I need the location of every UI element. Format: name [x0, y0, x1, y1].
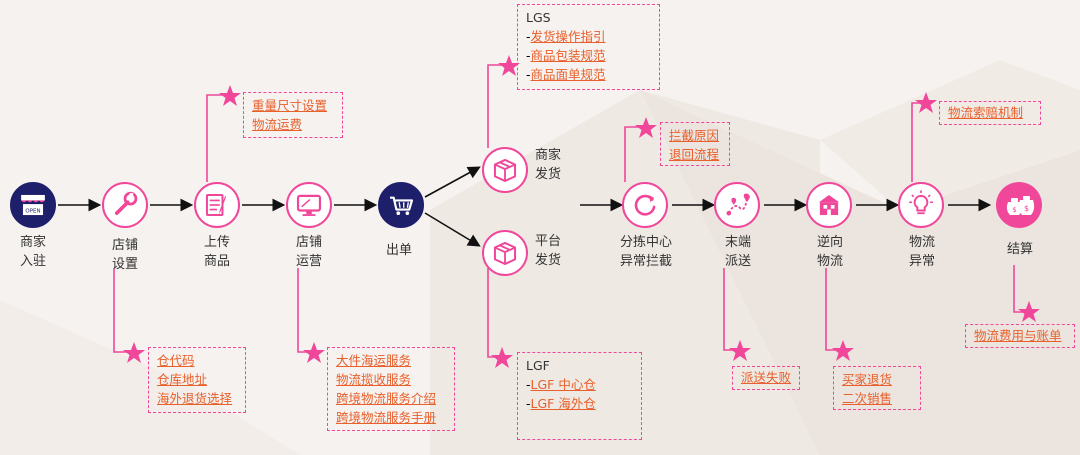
- svg-text:$: $: [1024, 204, 1029, 213]
- lgf-title: LGF: [526, 358, 550, 373]
- document-pen-icon: [194, 182, 240, 228]
- link-packaging-spec[interactable]: 商品包装规范: [530, 48, 606, 63]
- note-box-lgs: LGS -发货操作指引 -商品包装规范 -商品面单规范: [517, 4, 660, 90]
- note-box-reverse: 买家退货 二次销售: [833, 366, 921, 410]
- storefront-open-icon: OPEN: [10, 182, 56, 228]
- refresh-arrow-icon: [622, 182, 668, 228]
- link-resale[interactable]: 二次销售: [842, 391, 893, 406]
- note-box-shop-ops: 大件海运服务 物流揽收服务 跨境物流服务介绍 跨境物流服务手册: [327, 347, 455, 431]
- svg-text:$: $: [1012, 206, 1016, 214]
- svg-text:OPEN: OPEN: [25, 208, 40, 214]
- lightbulb-icon: [898, 182, 944, 228]
- note-box-intercept: 拦截原因 退回流程: [660, 122, 730, 166]
- note-box-settlement: 物流费用与账单: [965, 324, 1075, 348]
- link-weight-size[interactable]: 重量尺寸设置: [252, 98, 328, 113]
- link-crossborder-manual[interactable]: 跨境物流服务手册: [336, 410, 437, 425]
- note-box-delivery-fail: 派送失败: [732, 366, 800, 390]
- link-overseas-return[interactable]: 海外退货选择: [157, 391, 233, 406]
- flow-arrows: [58, 166, 992, 247]
- step-label-exception: 物流异常: [908, 235, 936, 269]
- step-label-shop-ops: 店铺运营: [295, 235, 323, 269]
- step-label-upload: 上传商品: [203, 235, 231, 269]
- step-label-shop-setup: 店铺设置: [111, 238, 139, 272]
- link-return-process[interactable]: 退回流程: [669, 147, 720, 162]
- link-pickup-service[interactable]: 物流揽收服务: [336, 372, 412, 387]
- link-intercept-reason[interactable]: 拦截原因: [669, 128, 720, 143]
- step-label-order: 出单: [385, 243, 413, 258]
- step-label-last-mile: 末端派送: [724, 235, 752, 269]
- link-delivery-failure[interactable]: 派送失败: [741, 370, 792, 385]
- link-lgf-center[interactable]: LGF 中心仓: [530, 377, 596, 392]
- wrench-icon: [102, 182, 148, 228]
- monitor-icon: [286, 182, 332, 228]
- link-bulky-sea-freight[interactable]: 大件海运服务: [336, 353, 412, 368]
- shopping-cart-icon: [378, 182, 424, 228]
- step-label-sorting: 分拣中心异常拦截: [619, 235, 673, 269]
- package-box-icon: [482, 147, 528, 193]
- package-box-icon: [482, 230, 528, 276]
- link-shipping-guide[interactable]: 发货操作指引: [530, 29, 606, 44]
- step-label-merchant-ship: 商家发货: [534, 148, 562, 182]
- link-label-spec[interactable]: 商品面单规范: [530, 67, 606, 82]
- money-bags-icon: $ $: [996, 182, 1042, 228]
- note-box-shop-setup: 仓代码 仓库地址 海外退货选择: [148, 347, 246, 413]
- route-pin-icon: [714, 182, 760, 228]
- step-label-platform-ship: 平台发货: [534, 234, 562, 268]
- link-crossborder-intro[interactable]: 跨境物流服务介绍: [336, 391, 437, 406]
- link-warehouse-address[interactable]: 仓库地址: [157, 372, 208, 387]
- note-box-upload: 重量尺寸设置 物流运费: [243, 92, 343, 138]
- note-box-claim: 物流索赔机制: [939, 101, 1041, 125]
- building-icon: [806, 182, 852, 228]
- link-fees-billing[interactable]: 物流费用与账单: [974, 328, 1062, 343]
- note-box-lgf: LGF -LGF 中心仓 -LGF 海外仓: [517, 352, 642, 440]
- step-label-merchant-join: 商家入驻: [19, 235, 47, 269]
- step-label-reverse: 逆向物流: [816, 235, 844, 269]
- link-warehouse-code[interactable]: 仓代码: [157, 353, 195, 368]
- link-buyer-return[interactable]: 买家退货: [842, 372, 893, 387]
- link-shipping-fee[interactable]: 物流运费: [252, 117, 303, 132]
- step-label-settlement: 结算: [1006, 242, 1034, 257]
- link-lgf-overseas[interactable]: LGF 海外仓: [530, 396, 596, 411]
- lgs-title: LGS: [526, 10, 551, 25]
- link-claim-mechanism[interactable]: 物流索赔机制: [948, 105, 1024, 120]
